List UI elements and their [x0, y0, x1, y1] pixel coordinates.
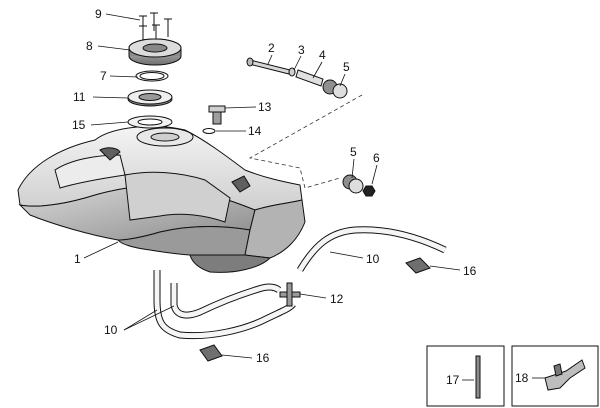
callout-8: 8: [86, 39, 93, 53]
leader-lines: [83, 13, 545, 381]
clamp-16-lower: [199, 344, 223, 362]
callout-10-right: 10: [366, 252, 380, 266]
callout-2: 2: [268, 41, 275, 55]
callout-13: 13: [258, 100, 272, 114]
callout-labels: 9 8 7 11 15 13 14 2 3 4 5 5 6 1 10 12 16…: [72, 7, 529, 387]
assembly-path-line: [248, 94, 363, 189]
callout-4: 4: [319, 48, 326, 62]
gasket-7: [135, 70, 169, 82]
callout-18: 18: [515, 371, 529, 385]
callout-12: 12: [330, 292, 344, 306]
callout-1: 1: [74, 252, 81, 266]
t-connector-12: [279, 282, 301, 307]
o-ring-14: [202, 128, 216, 134]
inset-box-17: [426, 345, 505, 407]
spacer-4: [295, 69, 324, 87]
fuel-tank-body: [17, 125, 306, 273]
pin-2: [246, 57, 291, 75]
seal-ring-15: [127, 115, 173, 129]
flange-11: [127, 89, 173, 107]
nut-6: [362, 185, 376, 197]
callout-16-lower: 16: [256, 351, 270, 365]
callout-14: 14: [248, 124, 262, 138]
callout-7: 7: [100, 69, 107, 83]
callout-5-top: 5: [343, 60, 350, 74]
callout-11: 11: [73, 90, 86, 104]
callout-3: 3: [298, 43, 305, 57]
plug-13: [208, 105, 226, 125]
callout-17: 17: [446, 373, 460, 387]
callout-15: 15: [72, 118, 86, 132]
clamp-16-right: [405, 257, 431, 274]
bracket-18: [544, 359, 586, 391]
callout-6: 6: [373, 151, 380, 165]
velcro-strip-17: [475, 355, 481, 399]
washer-3: [288, 67, 296, 77]
filler-cap-8: [128, 38, 182, 66]
callout-16-right: 16: [463, 264, 477, 278]
hose-10-lower: [153, 270, 296, 340]
hose-10-right: [296, 226, 447, 272]
callout-9: 9: [95, 7, 102, 21]
bushing-5-lower: [342, 174, 364, 194]
bushing-5-top: [322, 79, 348, 99]
callout-10-lower: 10: [104, 323, 118, 337]
callout-5-lower: 5: [350, 145, 357, 159]
